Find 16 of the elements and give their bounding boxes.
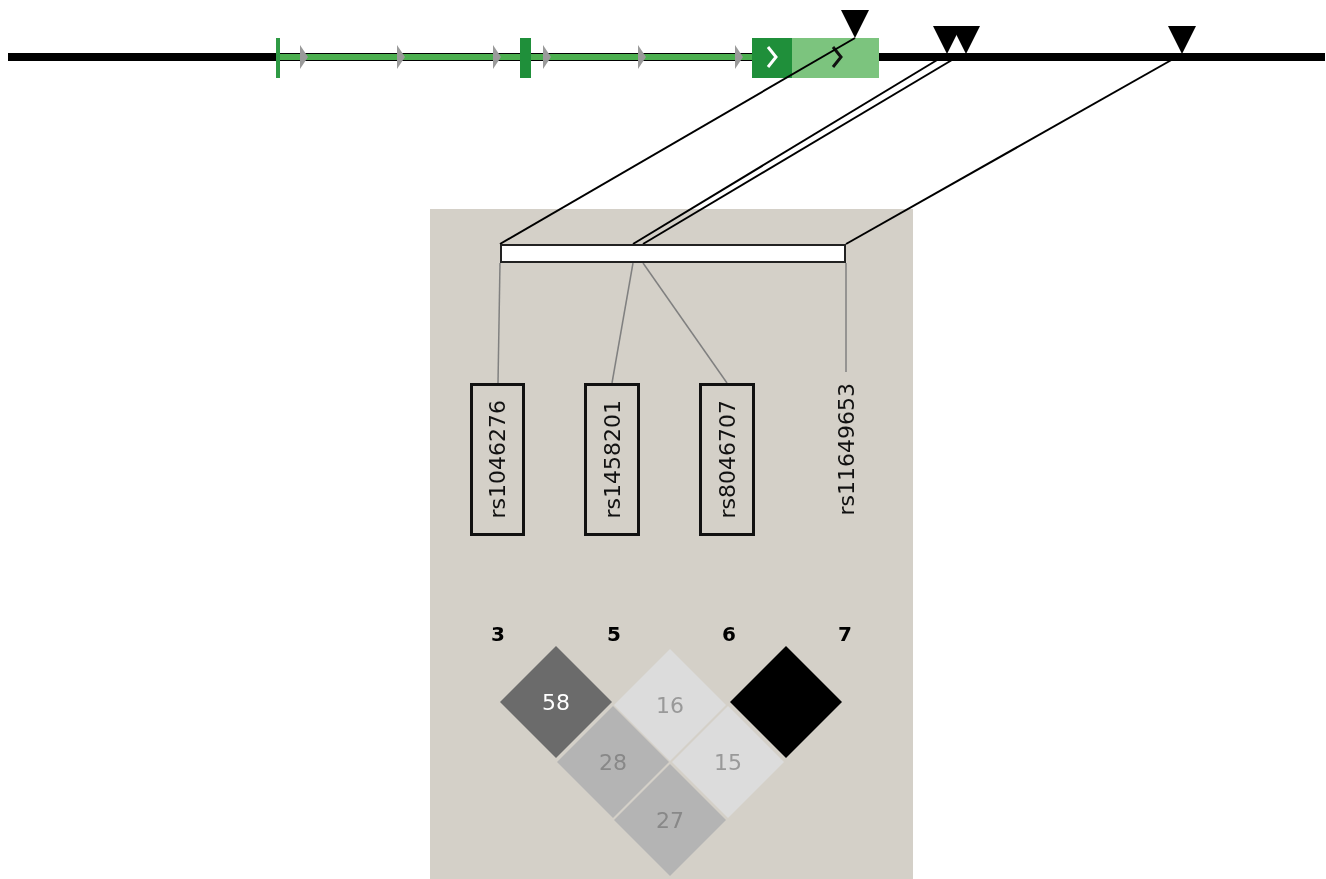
marker-number: 7 bbox=[837, 622, 853, 646]
marker-number: 3 bbox=[490, 622, 506, 646]
leader-line bbox=[497, 262, 501, 384]
snp-marker-triangle bbox=[1168, 26, 1196, 54]
leader-line bbox=[845, 262, 847, 373]
snp-name-box: rs8046707 bbox=[699, 383, 755, 536]
snp-name: rs11649653 bbox=[830, 372, 862, 527]
marker-number: 5 bbox=[606, 622, 622, 646]
snp-name-box: rs1458201 bbox=[584, 383, 640, 536]
ld-value-diamond: 58 bbox=[500, 646, 612, 758]
region-bar bbox=[500, 244, 846, 263]
marker-number: 6 bbox=[721, 622, 737, 646]
leader-line bbox=[611, 262, 634, 384]
snp-marker-triangle bbox=[841, 10, 869, 38]
leader-line bbox=[642, 262, 728, 384]
snp-name-box: rs1046276 bbox=[470, 383, 525, 536]
